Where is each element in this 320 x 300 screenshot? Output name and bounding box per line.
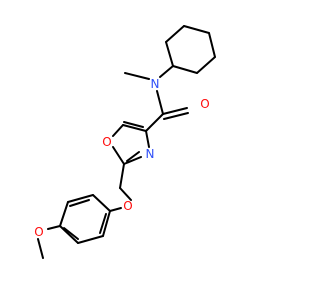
canvas-background: [0, 0, 300, 300]
bond: [59, 225, 79, 244]
bond: [63, 227, 79, 240]
bond: [145, 130, 150, 148]
bond: [119, 187, 132, 201]
bond: [156, 90, 164, 115]
oxazole-ring: [112, 121, 150, 165]
bond: [109, 207, 122, 212]
bond: [126, 151, 140, 162]
bond: [77, 235, 104, 244]
bond: [119, 163, 125, 189]
bond: [59, 201, 69, 227]
bond: [172, 65, 198, 74]
bond: [208, 32, 216, 58]
linker-and-aryl: [37, 163, 132, 259]
bond: [37, 238, 44, 259]
bond: [122, 124, 147, 132]
bond: [112, 124, 124, 137]
bond: [69, 199, 90, 207]
bond: [183, 25, 210, 34]
bond: [102, 210, 111, 237]
amide-group: [124, 65, 189, 132]
ring-nitrogen-label: N: [146, 147, 155, 161]
bond: [165, 25, 185, 43]
bond: [123, 121, 144, 128]
bond: [162, 107, 188, 115]
amide-nitrogen-label: N: [151, 77, 160, 91]
bond: [47, 225, 61, 230]
methoxy-oxygen-label: O: [34, 225, 43, 239]
ring-oxygen-label: O: [102, 135, 111, 149]
bond: [67, 194, 94, 203]
bond: [196, 56, 216, 74]
bond: [165, 41, 174, 67]
bond: [163, 112, 189, 120]
bond: [145, 113, 164, 132]
ether-oxygen-label: O: [123, 199, 132, 213]
bond: [159, 65, 174, 78]
bond: [112, 146, 125, 165]
bond: [99, 213, 107, 234]
amide-oxygen-label: O: [200, 97, 209, 111]
bond: [123, 156, 142, 165]
bond: [124, 72, 150, 80]
bond: [92, 194, 111, 212]
molecule-structure: N O O N O O: [0, 0, 300, 300]
cyclohexyl-ring: [165, 25, 216, 74]
